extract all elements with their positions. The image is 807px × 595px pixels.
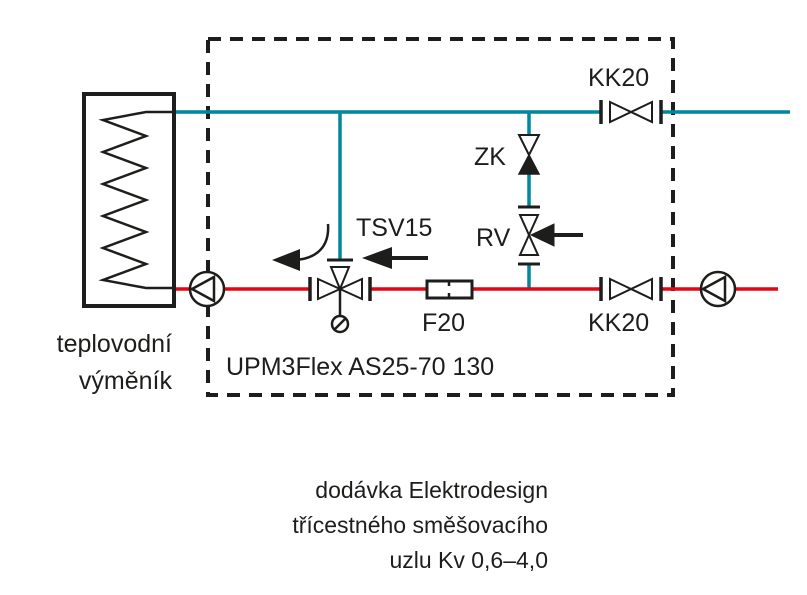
flow-arrow-icon	[362, 247, 428, 269]
zk-label: ZK	[474, 143, 506, 171]
ball-valve-icon	[599, 277, 663, 301]
module-boundary	[206, 37, 675, 397]
regulating-valve-icon	[518, 205, 583, 266]
tsv-label: TSV15	[356, 214, 432, 242]
three-way-valve-icon	[308, 258, 372, 334]
filter-label: F20	[422, 309, 465, 337]
ball-valve-icon	[599, 100, 663, 124]
caption-line1: dodávka Elektrodesign	[315, 477, 548, 503]
heat-exchanger-label-line1: teplovodní	[57, 330, 172, 358]
kk20-top-label: KK20	[588, 64, 649, 92]
supply-pipe	[175, 110, 790, 289]
pump-model-label: UPM3Flex AS25-70 130	[226, 353, 494, 381]
rv-label: RV	[476, 224, 511, 252]
heat-exchanger	[82, 92, 176, 308]
kk20-bottom-label: KK20	[588, 309, 649, 337]
filter-icon	[425, 279, 474, 300]
heat-exchanger-label-line2: výměník	[79, 367, 173, 395]
caption-line2: třícestného směšovacího	[292, 512, 548, 538]
heat-exchanger-coil	[98, 110, 175, 290]
caption-line3: uzlu Kv 0,6–4,0	[389, 547, 548, 573]
flow-arrow-icon	[272, 223, 330, 271]
check-valve-icon	[517, 134, 541, 175]
pump-icon	[699, 270, 737, 308]
pump-icon	[188, 270, 226, 308]
